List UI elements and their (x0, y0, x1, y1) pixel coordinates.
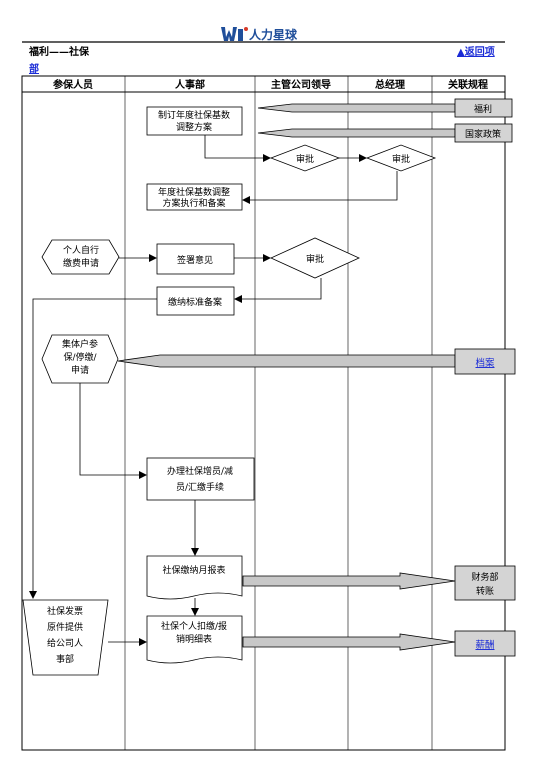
node-approve-supervisor: 审批 (269, 144, 341, 172)
flow-arrow-to-finance (242, 572, 456, 590)
svg-text:签署意见: 签署意见 (177, 254, 213, 266)
node-process-procedures: 办理社保增员/减 员/汇缴手续 (146, 457, 255, 501)
ref-national-policy: 国家政策 (454, 123, 513, 143)
svg-text:原件提供: 原件提供 (47, 621, 83, 633)
ref-welfare: 福利 (454, 98, 513, 118)
node-approve-supervisor-2: 审批 (270, 237, 360, 279)
ref-salary-link[interactable]: 薪酬 (454, 630, 516, 657)
svg-text:福利: 福利 (474, 103, 492, 115)
node-self-apply: 个人自行 缴费申请 (41, 239, 120, 275)
node-plan-execution: 年度社保基数调整 方案执行和备案 (146, 183, 243, 211)
svg-text:审批: 审批 (306, 253, 324, 265)
page-title-dept[interactable]: 部 (29, 62, 39, 75)
lane-header-related: 关联规程 (448, 78, 488, 91)
svg-text:方案执行和备案: 方案执行和备案 (162, 197, 225, 209)
node-adjust-plan: 制订年度社保基数 调整方案 (146, 106, 243, 136)
node-standard-record: 缴纳标准备案 (156, 286, 235, 316)
svg-text:社保个人扣缴/报: 社保个人扣缴/报 (161, 620, 227, 632)
flow-arrow-to-salary (242, 633, 456, 651)
svg-text:事部: 事部 (56, 653, 74, 665)
ref-archive-link[interactable]: 档案 (454, 348, 516, 375)
node-personal-detail: 社保个人扣缴/报 销明细表 (146, 615, 243, 664)
brand-name: 人力星球 (249, 27, 298, 42)
svg-text:社保发票: 社保发票 (47, 605, 83, 617)
svg-text:审批: 审批 (392, 153, 410, 165)
svg-text:社保缴纳月报表: 社保缴纳月报表 (162, 564, 225, 576)
brand-logo: 人力星球 (221, 27, 298, 42)
connector-approve-to-record (234, 278, 322, 303)
svg-text:审批: 审批 (296, 153, 314, 165)
node-monthly-report: 社保缴纳月报表 (146, 555, 243, 600)
logo-mark-icon (221, 27, 237, 41)
flow-arrow-welfare (257, 103, 456, 113)
svg-text:保/停缴/: 保/停缴/ (63, 351, 97, 363)
diagram-frame (21, 75, 506, 751)
svg-text:给公司人: 给公司人 (47, 637, 83, 649)
flow-arrow-policy (257, 128, 456, 138)
connector-collective-to-process (79, 383, 147, 479)
node-invoice: 社保发票 原件提供 给公司人 事部 (22, 599, 109, 676)
svg-text:转账: 转账 (476, 585, 494, 597)
lane-header-hr: 人事部 (175, 78, 205, 91)
svg-text:调整方案: 调整方案 (176, 121, 212, 133)
svg-text:销明细表: 销明细表 (176, 633, 212, 645)
connector-gm-to-exec (242, 171, 398, 204)
node-approve-gm: 审批 (365, 144, 437, 172)
svg-text:申请: 申请 (71, 364, 89, 376)
node-collective-apply: 集体户参 保/停缴/ 申请 (41, 334, 119, 384)
connector-plan-to-approve (204, 135, 271, 162)
svg-text:年度社保基数调整: 年度社保基数调整 (158, 186, 230, 198)
page-title: 福利——社保 (28, 45, 90, 58)
flow-arrow-archive (117, 354, 456, 368)
lane-header-insured: 参保人员 (53, 78, 93, 91)
svg-text:员/汇缴手续: 员/汇缴手续 (176, 481, 224, 493)
ref-finance-transfer: 财务部 转账 (454, 565, 516, 601)
node-sign-opinion: 签署意见 (156, 243, 235, 275)
svg-text:缴纳标准备案: 缴纳标准备案 (168, 296, 222, 308)
lane-header-supervisor: 主管公司领导 (271, 78, 331, 91)
connectors (29, 135, 398, 646)
connector-record-to-invoice (29, 298, 157, 599)
back-link[interactable]: ▲返回项 (457, 45, 495, 58)
svg-text:缴费申请: 缴费申请 (63, 257, 99, 269)
lane-header-gm: 总经理 (375, 78, 405, 91)
svg-text:档案: 档案 (475, 357, 495, 369)
svg-text:国家政策: 国家政策 (465, 128, 501, 140)
svg-text:薪酬: 薪酬 (475, 639, 494, 651)
svg-text:制订年度社保基数: 制订年度社保基数 (158, 109, 230, 121)
svg-text:个人自行: 个人自行 (63, 244, 99, 256)
svg-text:集体户参: 集体户参 (62, 338, 98, 350)
svg-text:办理社保增员/减: 办理社保增员/减 (167, 465, 233, 477)
svg-text:财务部: 财务部 (471, 571, 498, 583)
